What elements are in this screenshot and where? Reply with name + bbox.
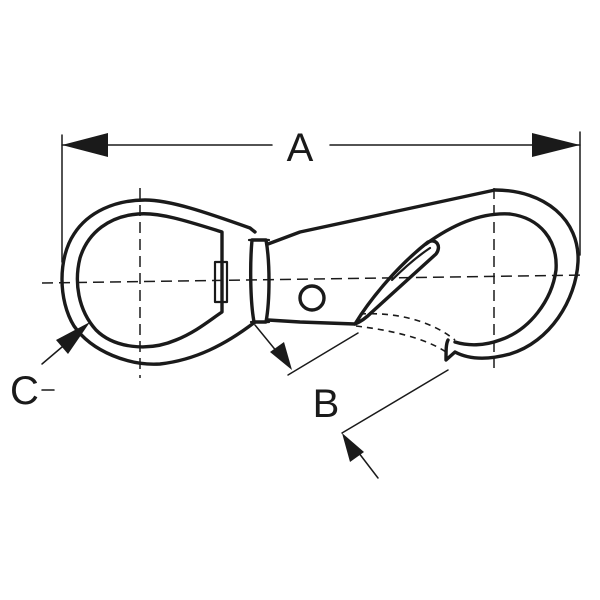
horizontal-center-line bbox=[41, 274, 586, 284]
gate-hidden-upper bbox=[359, 312, 456, 341]
leader-c bbox=[41, 346, 63, 365]
swivel-barrel bbox=[247, 238, 271, 324]
dimension-b: B bbox=[254, 324, 449, 479]
arrowhead-b-lower bbox=[342, 433, 364, 462]
arrowhead-c bbox=[56, 322, 90, 354]
swivel-eye bbox=[60, 198, 257, 366]
eye-outer-outline bbox=[60, 198, 257, 366]
arrowhead-b-upper bbox=[270, 342, 292, 370]
label-b: B bbox=[313, 382, 340, 426]
label-c: C bbox=[10, 369, 39, 413]
eye-pin bbox=[213, 260, 229, 304]
extension-line-b-upper bbox=[287, 332, 359, 376]
hook-lower-edge bbox=[266, 318, 357, 326]
dimension-a: A bbox=[61, 126, 581, 263]
rivet bbox=[298, 284, 326, 312]
arrowhead-right bbox=[532, 133, 580, 157]
gate-slot bbox=[390, 246, 432, 282]
label-a: A bbox=[287, 126, 314, 170]
barrel-outline bbox=[248, 238, 271, 324]
hook-outline bbox=[266, 188, 580, 362]
gate-hidden-lower bbox=[355, 325, 447, 353]
arrowhead-left bbox=[62, 133, 108, 157]
extension-line-b-lower bbox=[341, 369, 449, 434]
hook-body bbox=[266, 188, 580, 362]
eye-inner-outline bbox=[75, 212, 224, 349]
dimension-c: C bbox=[10, 322, 90, 413]
hook-inner-curve bbox=[424, 212, 558, 347]
spring-gate bbox=[353, 239, 456, 353]
gate-outline bbox=[353, 239, 441, 326]
